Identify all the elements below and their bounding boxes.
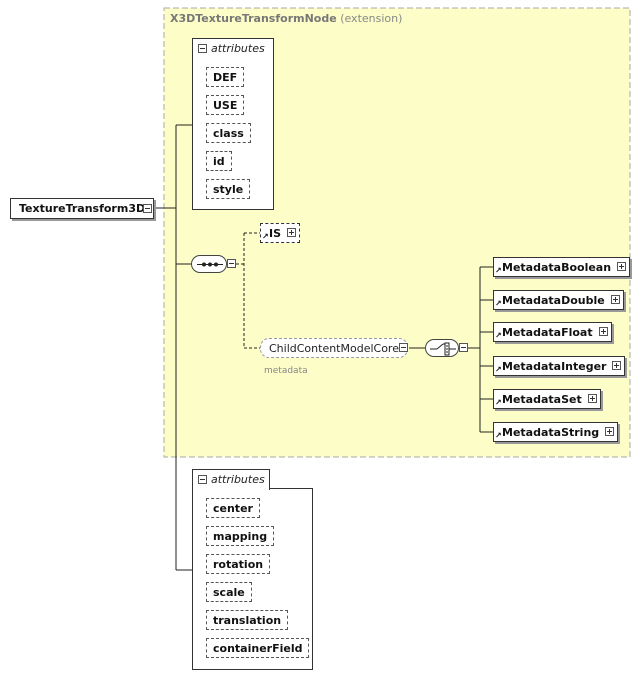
element-is[interactable]: ↗ IS bbox=[260, 223, 301, 243]
attribute-style[interactable]: style bbox=[206, 179, 251, 199]
expand-icon[interactable] bbox=[605, 427, 615, 436]
choice-icon bbox=[430, 342, 456, 356]
element-metadata-string[interactable]: ↗ MetadataString bbox=[493, 422, 619, 442]
element-metadata-double[interactable]: ↗ MetadataDouble bbox=[493, 290, 624, 310]
element-metadata-integer[interactable]: ↗ MetadataInteger bbox=[493, 356, 626, 376]
element-label: MetadataInteger bbox=[502, 360, 607, 373]
element-is-label: IS bbox=[269, 227, 282, 240]
expand-icon[interactable] bbox=[617, 262, 627, 271]
reference-arrow-icon: ↗ bbox=[495, 299, 502, 308]
expand-icon[interactable] bbox=[612, 361, 622, 370]
element-metadata-set[interactable]: ↗ MetadataSet bbox=[493, 389, 601, 409]
reference-arrow-icon: ↗ bbox=[495, 266, 502, 275]
element-label: MetadataBoolean bbox=[502, 261, 612, 274]
expand-icon[interactable] bbox=[598, 327, 608, 336]
attributes-label: attributes bbox=[211, 42, 265, 55]
collapse-icon[interactable] bbox=[143, 204, 152, 213]
element-label: MetadataFloat bbox=[502, 326, 593, 339]
attribute-center[interactable]: center bbox=[206, 498, 260, 518]
attributes-label: attributes bbox=[211, 473, 265, 486]
root-element[interactable]: TextureTransform3D bbox=[10, 198, 155, 219]
collapse-icon[interactable] bbox=[459, 343, 468, 352]
own-attributes-tab bbox=[192, 469, 270, 490]
attribute-scale[interactable]: scale bbox=[206, 582, 252, 602]
element-label: MetadataSet bbox=[502, 393, 582, 406]
attribute-use[interactable]: USE bbox=[206, 95, 245, 115]
attribute-def[interactable]: DEF bbox=[206, 67, 245, 87]
reference-arrow-icon: ↗ bbox=[495, 365, 502, 374]
expand-icon[interactable] bbox=[287, 228, 297, 237]
collapse-icon[interactable] bbox=[198, 44, 207, 53]
collapse-icon[interactable] bbox=[198, 475, 207, 484]
attribute-translation[interactable]: translation bbox=[206, 610, 289, 630]
element-metadata-boolean[interactable]: ↗ MetadataBoolean bbox=[493, 257, 631, 277]
element-label: MetadataDouble bbox=[502, 294, 605, 307]
expand-icon[interactable] bbox=[587, 394, 597, 403]
reference-arrow-icon: ↗ bbox=[495, 431, 502, 440]
attribute-rotation[interactable]: rotation bbox=[206, 554, 271, 574]
group-child-content-model-core[interactable]: ChildContentModelCore bbox=[260, 338, 408, 358]
reference-arrow-icon: ↗ bbox=[262, 232, 269, 241]
sequence-icon bbox=[197, 262, 223, 267]
element-label: MetadataString bbox=[502, 426, 600, 439]
reference-arrow-icon: ↗ bbox=[495, 331, 502, 340]
element-metadata-float[interactable]: ↗ MetadataFloat bbox=[493, 322, 612, 342]
attribute-container-field[interactable]: containerField bbox=[206, 638, 310, 658]
attribute-class[interactable]: class bbox=[206, 123, 251, 143]
expand-icon[interactable] bbox=[610, 295, 620, 304]
attribute-mapping[interactable]: mapping bbox=[206, 526, 275, 546]
collapse-icon[interactable] bbox=[227, 259, 236, 268]
collapse-icon[interactable] bbox=[399, 343, 408, 352]
sequence-compositor[interactable] bbox=[191, 255, 227, 273]
reference-arrow-icon: ↗ bbox=[495, 398, 502, 407]
choice-compositor[interactable] bbox=[425, 339, 459, 357]
attribute-id[interactable]: id bbox=[206, 151, 232, 171]
group-sublabel: metadata bbox=[264, 366, 308, 376]
extension-title: X3DTextureTransformNode (extension) bbox=[170, 12, 403, 25]
